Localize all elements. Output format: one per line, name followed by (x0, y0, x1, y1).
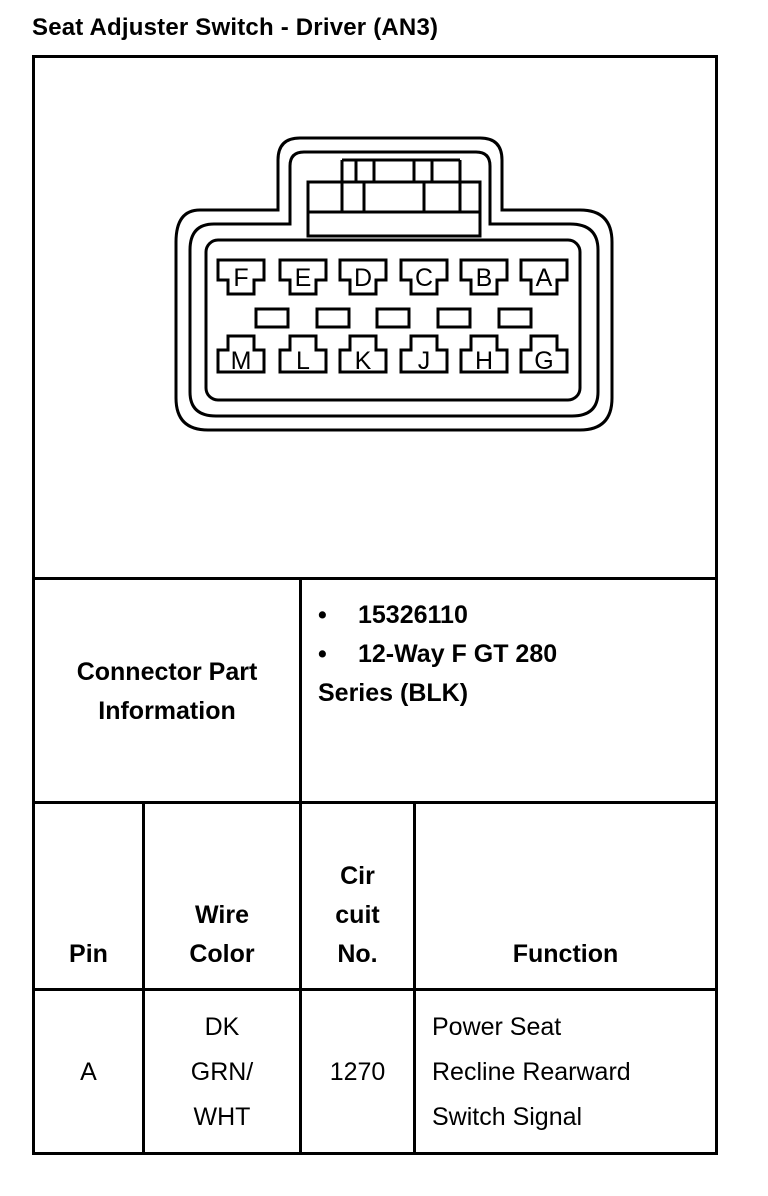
pin-cavity-H: H (459, 334, 509, 375)
pin-cavity-K: K (338, 334, 388, 375)
column-divider-pin (142, 801, 145, 1155)
pin-cavity-C: C (399, 258, 449, 296)
pin-cavity-F: F (216, 258, 266, 296)
header-circuit-line3: No. (337, 940, 378, 968)
pin-label: M (231, 347, 252, 375)
table-divider-info (32, 801, 718, 804)
pin-label: H (475, 347, 493, 375)
wire-color-line1: DK (204, 1012, 240, 1041)
pin-cavity-J: J (399, 334, 449, 375)
table-row-wire-color: DK GRN/ WHT (145, 992, 299, 1152)
connector-description-line2: Series (BLK) (318, 679, 469, 707)
pin-label: J (418, 347, 431, 375)
header-circuit-line2: cuit (335, 901, 380, 929)
wire-color-line3: WHT (193, 1102, 251, 1131)
bullet-glyph: • (318, 601, 327, 629)
pin-label: L (296, 347, 310, 375)
column-divider-circuit (413, 801, 416, 1155)
connector-info-details: • 15326110 • 12-Way F GT 280 Series (BLK… (318, 596, 557, 713)
pin-cavity-A: A (519, 258, 569, 296)
locking-slots (254, 307, 533, 329)
header-function: Function (416, 806, 715, 988)
table-divider-header (32, 988, 718, 991)
table-border-left (32, 55, 35, 1155)
pin-label: F (233, 264, 248, 292)
table-border-bottom (32, 1152, 718, 1155)
list-item: • 12-Way F GT 280 (318, 635, 557, 674)
pin-cavity-B: B (459, 258, 509, 296)
pin-label: G (534, 347, 553, 375)
pin-cavity-M: M (216, 334, 266, 375)
table-row-function: Power Seat Recline Rearward Switch Signa… (416, 992, 715, 1152)
connector-info-label-line1: Connector Part (76, 658, 258, 686)
connector-info-label: Connector Part Information (35, 583, 299, 801)
header-wire-color: Wire Color (145, 806, 299, 988)
connector-info-label-line2: Information (98, 697, 236, 725)
header-pin-label: Pin (69, 940, 108, 968)
pin-label: D (354, 264, 372, 292)
page-title: Seat Adjuster Switch - Driver (AN3) (32, 14, 439, 41)
pin-label: K (355, 347, 372, 375)
part-number: 15326110 (358, 601, 468, 629)
circuit-number: 1270 (329, 1057, 386, 1086)
header-pin: Pin (35, 806, 142, 988)
header-circuit: Cir cuit No. (302, 806, 413, 988)
table-divider-diagram (32, 577, 718, 580)
header-wire-color-line2: Color (189, 940, 255, 968)
pin-row-bottom: M L K J H G (216, 334, 569, 375)
pin-label: A (536, 264, 553, 292)
table-border-right (715, 55, 718, 1155)
pin-cavity-G: G (519, 334, 569, 375)
connector-housing (174, 136, 614, 432)
header-function-label: Function (512, 940, 619, 968)
function-line1: Power Seat (432, 1012, 562, 1041)
table-border-top (32, 55, 718, 58)
wire-color-line2: GRN/ (190, 1057, 254, 1086)
pin-row-top: F E D C B A (216, 258, 569, 296)
list-item: • 15326110 (318, 596, 557, 635)
pin-value: A (80, 1057, 97, 1086)
pin-cavity-D: D (338, 258, 388, 296)
connector-description-line1: 12-Way F GT 280 (358, 640, 558, 668)
function-line3: Switch Signal (432, 1102, 583, 1131)
pin-label: C (415, 264, 433, 292)
pin-cavity-L: L (278, 334, 328, 375)
connector-diagram: F E D C B A M (174, 136, 614, 432)
header-circuit-line1: Cir (340, 862, 375, 890)
table-row-circuit: 1270 (302, 992, 413, 1152)
function-line2: Recline Rearward (432, 1057, 631, 1086)
bullet-glyph: • (318, 640, 327, 668)
pin-cavity-E: E (278, 258, 328, 296)
header-wire-color-line1: Wire (195, 901, 249, 929)
pin-label: B (476, 264, 493, 292)
column-divider-info (299, 577, 302, 1155)
pin-label: E (295, 264, 312, 292)
table-row-pin: A (35, 992, 142, 1152)
